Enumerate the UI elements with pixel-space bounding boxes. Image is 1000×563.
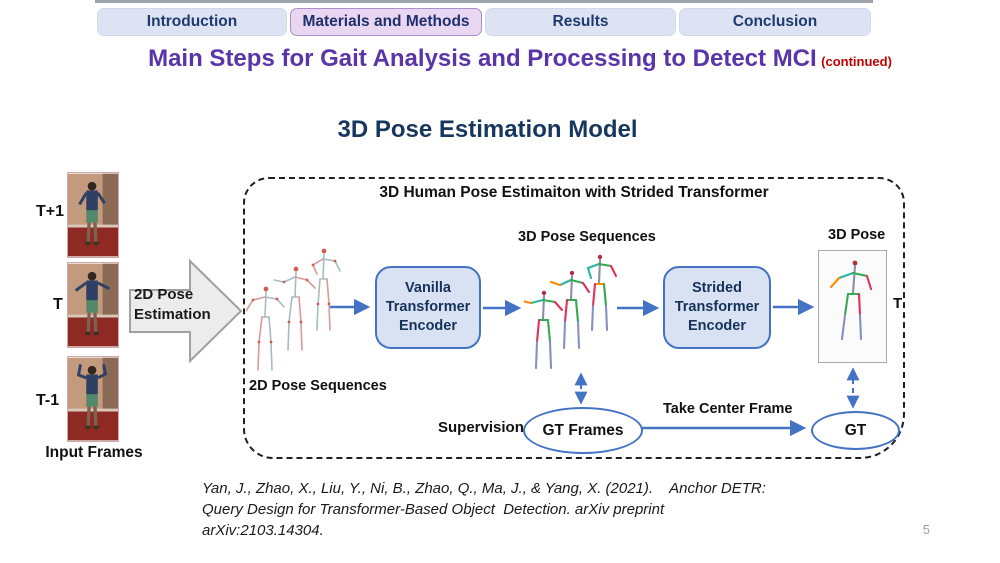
title-text: Main Steps for Gait Analysis and Process… [148, 45, 817, 72]
window-top-edge [95, 0, 873, 3]
page-title: Main Steps for Gait Analysis and Process… [0, 45, 1000, 73]
tab-label: Conclusion [732, 13, 818, 30]
tab-introduction[interactable]: Introduction [97, 8, 287, 36]
vanilla-transformer-encoder-node: Vanilla Transformer Encoder [375, 266, 481, 349]
citation: Yan, J., Zhao, X., Liu, Y., Ni, B., Zhao… [202, 478, 822, 541]
block-arrow-label: 2D Pose Estimation [134, 286, 211, 324]
tab-label: Materials and Methods [302, 13, 470, 30]
gt-label: GT [844, 421, 867, 439]
gt-frames-label: GT Frames [542, 421, 624, 439]
frame-label-t-minus-1: T-1 [36, 392, 60, 409]
strided-transformer-encoder-node: Strided Transformer Encoder [663, 266, 771, 349]
vanilla-node-label: Vanilla Transformer Encoder [385, 279, 471, 335]
frame-label-t-plus-1: T+1 [36, 203, 65, 220]
diagram-title: 3D Human Pose Estimaiton with Strided Tr… [379, 184, 769, 201]
input-frame-t-plus-1-image [67, 172, 119, 258]
citation-line-3: arXiv:2103.14304. [202, 522, 324, 539]
citation-line-2: Query Design for Transformer-Based Objec… [202, 501, 665, 518]
gt-frames-ellipse: GT Frames [523, 407, 643, 454]
person-photo [68, 263, 118, 347]
input-frame-t-minus-1-image [67, 356, 119, 442]
strided-node-label: Strided Transformer Encoder [674, 279, 760, 335]
2d-pose-skeletons [246, 248, 341, 371]
tab-results[interactable]: Results [485, 8, 676, 36]
tab-label: Introduction [146, 13, 238, 30]
strided-transformer-diagram-box [243, 177, 905, 459]
3d-pose-label: 3D Pose [828, 227, 886, 243]
3d-pose-output-frame [818, 250, 887, 363]
frame-label-t: T [53, 296, 63, 313]
3d-pose-sequences-label: 3D Pose Sequences [518, 229, 656, 245]
input-frames-caption: Input Frames [45, 444, 143, 461]
supervision-label: Supervision [438, 419, 524, 436]
2d-pose-sequences-label: 2D Pose Sequences [249, 378, 387, 394]
page-number: 5 [922, 522, 930, 537]
block-arrow-2d-pose [129, 258, 243, 364]
t-frame-label: T [893, 295, 903, 312]
3d-pose-skeletons [524, 254, 618, 370]
person-photo [68, 357, 118, 441]
tab-materials-and-methods[interactable]: Materials and Methods [290, 8, 482, 36]
tab-conclusion[interactable]: Conclusion [679, 8, 871, 36]
gt-ellipse: GT [811, 411, 900, 450]
citation-line-1: Yan, J., Zhao, X., Liu, Y., Ni, B., Zhao… [202, 480, 766, 497]
title-continued: (continued) [821, 54, 892, 69]
input-frame-t-image [67, 262, 119, 348]
person-photo [68, 173, 118, 257]
3d-pose-skeleton [829, 260, 872, 340]
section-subtitle: 3D Pose Estimation Model [337, 116, 638, 143]
take-center-frame-label: Take Center Frame [663, 401, 793, 417]
tab-label: Results [552, 13, 609, 30]
